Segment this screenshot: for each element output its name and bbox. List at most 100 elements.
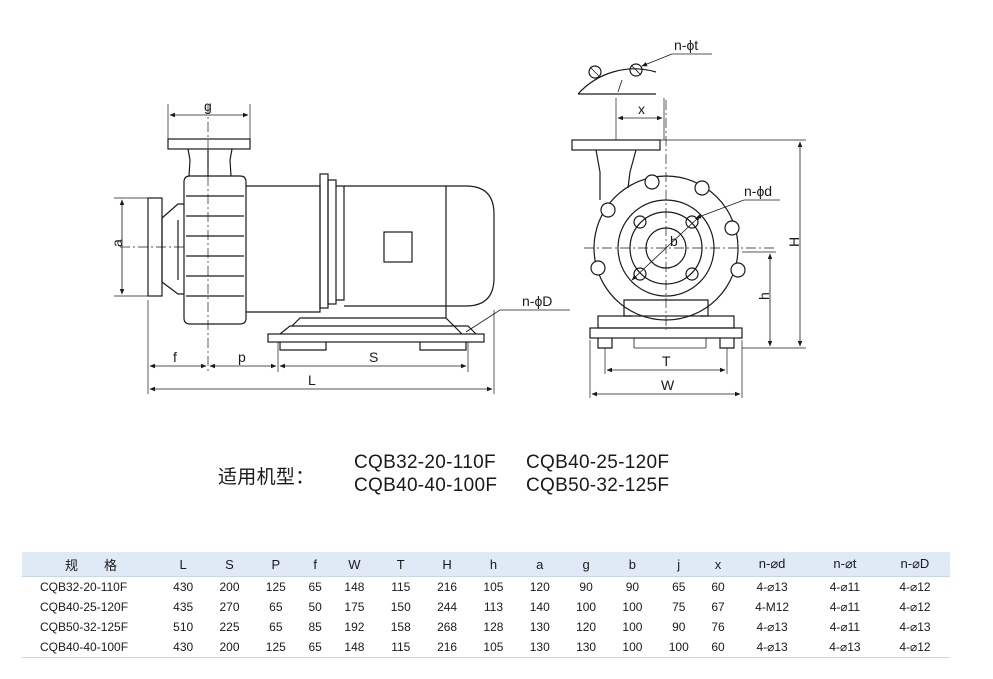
value-cell: 4-⌀12 xyxy=(879,637,950,658)
value-cell: 105 xyxy=(470,637,517,658)
motor-body xyxy=(344,185,495,307)
header-g: g xyxy=(562,552,610,577)
header-n-D: n-⌀D xyxy=(879,552,950,577)
value-cell: 115 xyxy=(391,580,411,594)
value-cell: 76 xyxy=(711,620,725,634)
value-cell: 216 xyxy=(437,580,458,594)
value-cell: 225 xyxy=(219,620,240,634)
value-cell: 100 xyxy=(622,600,643,614)
label-H: H xyxy=(786,237,802,247)
value-cell: 65 xyxy=(308,580,322,594)
value-cell: 65 xyxy=(269,600,283,614)
label-n-phi-d: n-ϕd xyxy=(744,183,772,199)
header-n-t: n-⌀t xyxy=(809,552,880,577)
value-cell: 510 xyxy=(173,620,194,634)
value-cell: 115 xyxy=(377,637,424,658)
value-cell: 100 xyxy=(609,637,656,658)
header-T: T xyxy=(377,552,424,577)
value-cell: 270 xyxy=(219,600,240,614)
value-cell: 4-⌀11 xyxy=(829,580,861,594)
flange-detail-arc xyxy=(577,68,657,95)
value-cell: 430 xyxy=(160,637,207,658)
value-cell: 60 xyxy=(701,637,735,658)
applicable-models-title: 适用机型： xyxy=(218,467,315,488)
value-cell: 175 xyxy=(344,600,365,614)
value-cell: 4-⌀13 xyxy=(809,637,880,658)
value-cell: 120 xyxy=(576,620,597,634)
value-cell: 148 xyxy=(344,580,365,594)
value-cell: 105 xyxy=(483,580,504,594)
value-cell: 65 xyxy=(672,580,686,594)
value-cell: 125 xyxy=(252,637,299,658)
value-cell: 90 xyxy=(625,580,640,594)
header-a: a xyxy=(516,552,563,577)
label-n-phi-D: n-ϕD xyxy=(522,293,552,309)
model-item: CQB50-32-125F xyxy=(526,475,670,496)
value-cell: 192 xyxy=(344,620,365,634)
header-x: x xyxy=(701,552,735,577)
value-cell: 130 xyxy=(562,637,610,658)
model-cell: CQB50-32-125F xyxy=(40,620,129,634)
value-cell: 4-⌀13 xyxy=(899,620,931,634)
value-cell: 200 xyxy=(206,637,253,658)
header-b: b xyxy=(609,552,656,577)
model-item: CQB40-25-120F xyxy=(526,452,670,473)
value-cell: 150 xyxy=(390,600,411,614)
header-H: H xyxy=(423,552,471,577)
value-cell: 125 xyxy=(265,580,286,594)
model-cell: CQB40-25-120F xyxy=(40,600,129,614)
label-W: W xyxy=(661,377,675,393)
value-cell: 85 xyxy=(308,620,322,634)
value-cell: 100 xyxy=(655,637,702,658)
value-cell: 67 xyxy=(711,600,725,614)
value-cell: 200 xyxy=(219,580,240,594)
value-cell: 60 xyxy=(711,580,725,594)
label-p: p xyxy=(238,349,246,365)
header-n-d: n-⌀d xyxy=(734,552,810,577)
model-cell: CQB32-20-110F xyxy=(40,580,128,594)
value-cell: 128 xyxy=(483,620,504,634)
value-cell: 120 xyxy=(529,580,550,594)
table-row: CQB32-20-110F 430 200 125 65 148 115 216 105 120 9… xyxy=(22,577,950,598)
side-view: g a f p S L n-ϕD xyxy=(109,98,570,394)
outlet-flange xyxy=(167,138,251,150)
value-cell: 100 xyxy=(622,620,643,634)
terminal-box xyxy=(383,231,413,263)
value-cell: 113 xyxy=(483,600,503,614)
header-P: P xyxy=(252,552,299,577)
label-n-phi-t: n-ϕt xyxy=(674,37,698,53)
model-cell: CQB40-40-100F xyxy=(22,637,160,658)
value-cell: 4-⌀13 xyxy=(734,637,810,658)
value-cell: 130 xyxy=(529,620,550,634)
value-cell: 148 xyxy=(331,637,378,658)
header-S: S xyxy=(206,552,253,577)
value-cell: 4-M12 xyxy=(755,600,790,614)
value-cell: 4-⌀12 xyxy=(899,580,931,594)
label-b: b xyxy=(670,233,678,249)
front-outlet-flange xyxy=(571,139,661,151)
header-spec: 规 格 xyxy=(22,552,160,577)
header-h: h xyxy=(470,552,517,577)
header-j: j xyxy=(655,552,702,577)
label-h: h xyxy=(756,292,772,300)
value-cell: 4-⌀11 xyxy=(829,600,861,614)
header-W: W xyxy=(331,552,378,577)
value-cell: 65 xyxy=(298,637,332,658)
front-base xyxy=(589,327,743,339)
value-cell: 130 xyxy=(516,637,563,658)
table-header-row: 规 格 L S P f W T H h a g b j x n-⌀d n-⌀t … xyxy=(22,552,950,577)
value-cell: 4-⌀11 xyxy=(829,620,861,634)
model-item: CQB40-40-100F xyxy=(354,475,498,496)
label-T: T xyxy=(662,353,671,369)
model-item: CQB32-20-110F xyxy=(354,452,496,473)
value-cell: 90 xyxy=(672,620,686,634)
pump-dimension-drawing: g a f p S L n-ϕD n-ϕt x xyxy=(109,37,806,398)
front-view: n-ϕt x xyxy=(571,37,806,398)
base-plate xyxy=(267,333,485,343)
value-cell: 90 xyxy=(579,580,593,594)
value-cell: 430 xyxy=(173,580,194,594)
value-cell: 158 xyxy=(390,620,411,634)
